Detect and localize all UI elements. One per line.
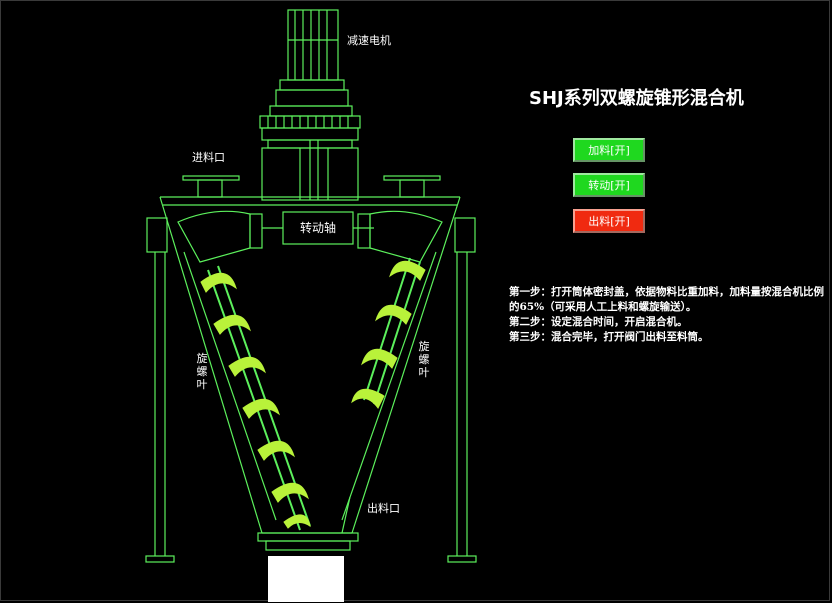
shaft-housing <box>261 147 359 201</box>
inlet-label: 进料口 <box>192 151 225 164</box>
spiral-left-label: 旋螺叶 <box>196 352 208 391</box>
motor-label: 减速电机 <box>347 34 391 47</box>
discharge-button[interactable]: 出料[开] <box>573 209 645 233</box>
page-title: SHJ系列双螺旋锥形混合机 <box>529 88 744 109</box>
step-1: 第一步：打开筒体密封盖，依据物料比重加料，加料量按混合机比例的65%（可采用人工… <box>509 286 824 313</box>
spiral-right-label: 旋螺叶 <box>418 340 430 379</box>
feed-button[interactable]: 加料[开] <box>573 138 645 162</box>
gearbox <box>275 89 349 107</box>
outlet-bin <box>268 556 344 602</box>
outlet-flange <box>257 532 359 542</box>
rotate-button[interactable]: 转动[开] <box>573 173 645 197</box>
outlet-label: 出料口 <box>367 502 400 515</box>
step-2: 第二步：设定混合时间，开启混合机。 <box>509 316 688 328</box>
step-3: 第三步：混合完毕，打开阀门出料至料筒。 <box>509 331 709 343</box>
shaft-label: 转动轴 <box>299 221 336 235</box>
instructions: 第一步：打开筒体密封盖，依据物料比重加料，加料量按混合机比例的65%（可采用人工… <box>509 285 827 345</box>
